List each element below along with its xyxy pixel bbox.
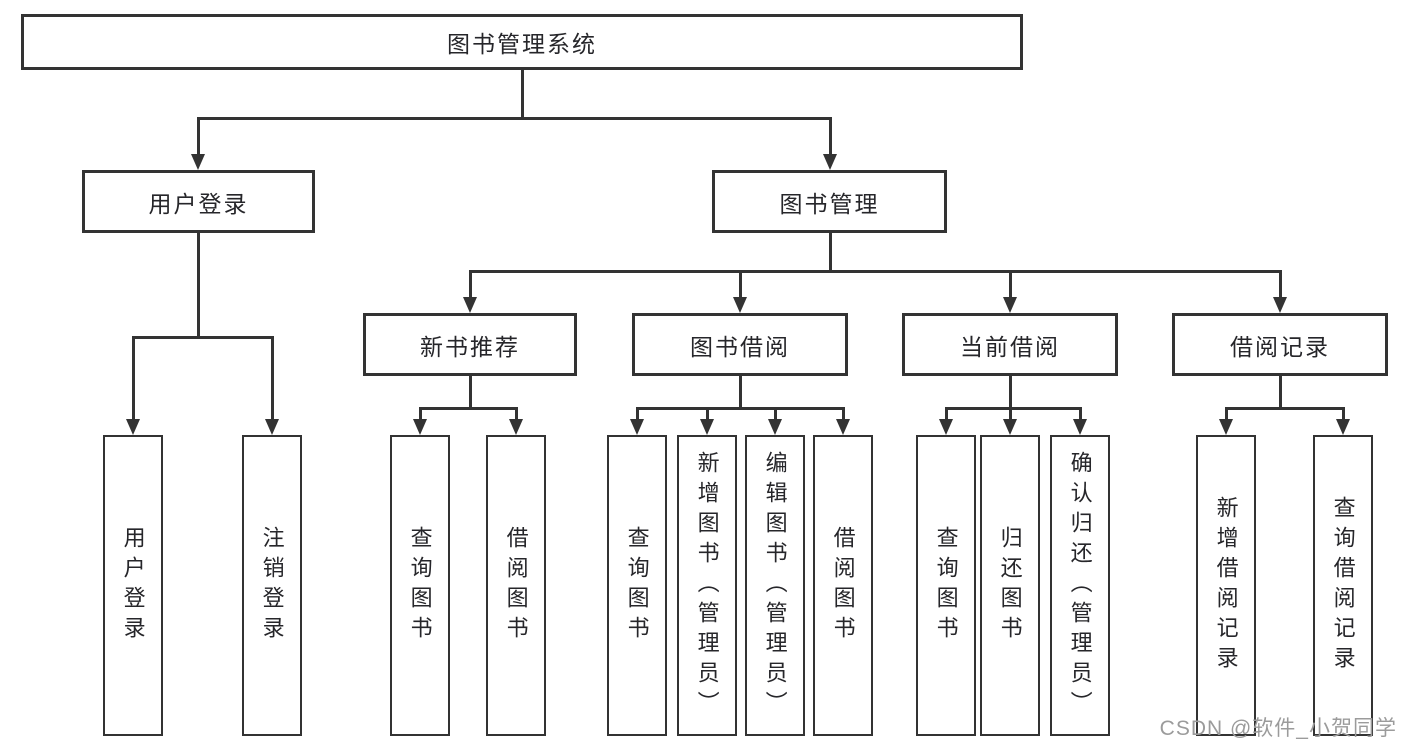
connector-line [829, 117, 832, 156]
connector-bar [636, 407, 844, 410]
connector-line [197, 117, 200, 156]
arrow-down-icon [265, 419, 279, 435]
arrow-down-icon [126, 419, 140, 435]
arrow-down-icon [1273, 297, 1287, 313]
node-book-management: 图书管理 [712, 170, 947, 233]
connector-bar [1225, 407, 1344, 410]
connector-stem [739, 376, 742, 407]
connector-line [945, 407, 948, 421]
connector-line [132, 336, 135, 421]
connector-stem [1009, 376, 1012, 407]
arrow-down-icon [413, 419, 427, 435]
leaf-nb-borrow-books: 借阅图书 [486, 435, 546, 736]
watermark: CSDN @软件_小贺同学 [1159, 717, 1397, 740]
connector-stem [1279, 376, 1282, 407]
arrow-down-icon [768, 419, 782, 435]
connector-line [706, 407, 709, 421]
leaf-cb-return-books-label: 归还图书 [997, 525, 1023, 646]
node-root-label: 图书管理系统 [447, 31, 597, 57]
connector-line [1279, 270, 1282, 299]
arrow-down-icon [700, 419, 714, 435]
arrow-down-icon [1336, 419, 1350, 435]
connector-line [1079, 407, 1082, 421]
node-book-borrowing: 图书借阅 [632, 313, 848, 376]
connector-root-stem [521, 70, 524, 117]
connector-line [774, 407, 777, 421]
node-user-login-label: 用户登录 [148, 190, 249, 217]
leaf-cb-query-books-label: 查询图书 [933, 525, 959, 646]
connector-line [419, 407, 422, 421]
arrow-down-icon [733, 297, 747, 313]
connector-line [636, 407, 639, 421]
arrow-down-icon [939, 419, 953, 435]
leaf-br-query-record-label: 查询借阅记录 [1330, 495, 1356, 676]
leaf-br-add-record: 新增借阅记录 [1196, 435, 1256, 736]
connector-line [842, 407, 845, 421]
leaf-bb-add-books-admin: 新增图书（管理员） [677, 435, 737, 736]
leaf-user-login-label: 用户登录 [120, 525, 146, 646]
connector-user-login-bar [132, 336, 274, 339]
node-borrowing-records-label: 借阅记录 [1230, 333, 1330, 360]
leaf-cb-confirm-return-admin: 确认归还（管理员） [1050, 435, 1110, 736]
leaf-logout-label: 注销登录 [259, 525, 285, 646]
arrow-down-icon [191, 154, 205, 170]
connector-line [469, 270, 472, 299]
node-new-book-recommend-label: 新书推荐 [420, 333, 520, 360]
leaf-cb-query-books: 查询图书 [916, 435, 976, 736]
leaf-br-query-record: 查询借阅记录 [1313, 435, 1373, 736]
arrow-down-icon [1219, 419, 1233, 435]
connector-level2-bar [197, 117, 832, 120]
leaf-cb-confirm-return-admin-label: 确认归还（管理员） [1067, 450, 1093, 721]
connector-user-login-stem [197, 233, 200, 336]
connector-bar [419, 407, 517, 410]
arrow-down-icon [1003, 419, 1017, 435]
arrow-down-icon [823, 154, 837, 170]
node-current-borrowing: 当前借阅 [902, 313, 1118, 376]
node-current-borrowing-label: 当前借阅 [960, 333, 1060, 360]
arrow-down-icon [509, 419, 523, 435]
leaf-bb-edit-books-admin-label: 编辑图书（管理员） [762, 450, 788, 721]
leaf-bb-edit-books-admin: 编辑图书（管理员） [745, 435, 805, 736]
connector-stem [469, 376, 472, 407]
connector-line [515, 407, 518, 421]
connector-line [1009, 270, 1012, 299]
connector-line [739, 270, 742, 299]
leaf-bb-query-books-label: 查询图书 [624, 525, 650, 646]
connector-bar [945, 407, 1081, 410]
leaf-bb-borrow-books: 借阅图书 [813, 435, 873, 736]
connector-book-mgmt-stem [829, 233, 832, 270]
leaf-bb-add-books-admin-label: 新增图书（管理员） [694, 450, 720, 721]
node-root: 图书管理系统 [21, 14, 1023, 70]
leaf-bb-borrow-books-label: 借阅图书 [830, 525, 856, 646]
arrow-down-icon [463, 297, 477, 313]
node-book-management-label: 图书管理 [779, 190, 880, 217]
connector-line [1225, 407, 1228, 421]
node-new-book-recommend: 新书推荐 [363, 313, 577, 376]
node-user-login: 用户登录 [82, 170, 315, 233]
leaf-nb-query-books-label: 查询图书 [407, 525, 433, 646]
leaf-logout: 注销登录 [242, 435, 302, 736]
leaf-cb-return-books: 归还图书 [980, 435, 1040, 736]
arrow-down-icon [1073, 419, 1087, 435]
connector-line [1009, 407, 1012, 421]
connector-line [1342, 407, 1345, 421]
leaf-user-login: 用户登录 [103, 435, 163, 736]
node-book-borrowing-label: 图书借阅 [690, 333, 790, 360]
leaf-nb-query-books: 查询图书 [390, 435, 450, 736]
arrow-down-icon [630, 419, 644, 435]
connector-line [271, 336, 274, 421]
connector-level3-bar [469, 270, 1282, 273]
leaf-br-add-record-label: 新增借阅记录 [1213, 495, 1239, 676]
arrow-down-icon [836, 419, 850, 435]
arrow-down-icon [1003, 297, 1017, 313]
leaf-bb-query-books: 查询图书 [607, 435, 667, 736]
leaf-nb-borrow-books-label: 借阅图书 [503, 525, 529, 646]
node-borrowing-records: 借阅记录 [1172, 313, 1388, 376]
